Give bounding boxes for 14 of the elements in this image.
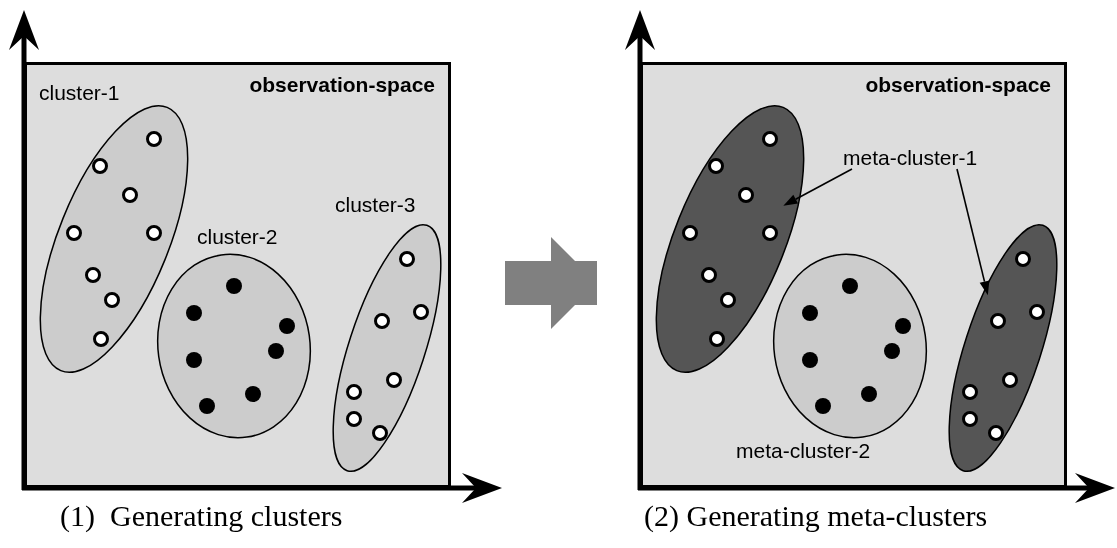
observation-space-panel	[640, 62, 1067, 488]
panel-title: observation-space	[249, 73, 435, 97]
transition-arrow	[505, 237, 597, 329]
leader-arrow	[956, 168, 990, 296]
panel-title: observation-space	[865, 73, 1051, 97]
figure-caption: (1) Generating clusters	[60, 498, 343, 534]
leader-arrow	[783, 168, 853, 206]
cluster-label: meta-cluster-1	[843, 146, 978, 170]
figure-caption: (2) Generating meta-clusters	[644, 498, 988, 534]
cluster-label: cluster-2	[197, 225, 278, 249]
observation-space-panel	[24, 62, 451, 488]
cluster-label: meta-cluster-2	[736, 439, 871, 463]
cluster-label: cluster-3	[335, 193, 416, 217]
cluster-label: cluster-1	[39, 81, 120, 105]
